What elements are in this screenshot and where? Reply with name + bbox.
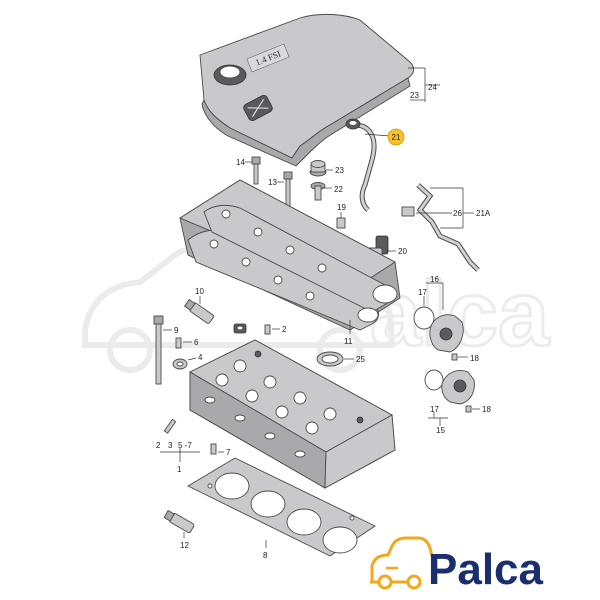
brand-name: Palca (428, 545, 544, 594)
callout-18-lower: 18 (482, 405, 491, 414)
flange-part-16: 16 17 18 (413, 275, 479, 363)
car-icon (370, 536, 434, 590)
callout-4: 4 (198, 353, 203, 362)
pin-part-22: 22 (310, 182, 343, 201)
callout-2-top: 2 (282, 325, 287, 334)
pin-part-2: 2 (264, 324, 287, 335)
callout-26: 26 (453, 209, 462, 218)
svg-text:alca: alca (370, 263, 550, 365)
callout-25: 25 (356, 355, 365, 364)
callout-9: 9 (174, 326, 179, 335)
flange-part-15: 18 17 15 (424, 369, 491, 435)
callout-14: 14 (236, 158, 245, 167)
pin-part-6: 6 (175, 337, 199, 349)
callout-21a: 21A (476, 209, 491, 218)
callout-20: 20 (398, 247, 407, 256)
seal-part-3 (233, 323, 247, 334)
plug-part-19: 19 (336, 203, 346, 229)
callout-15: 15 (436, 426, 445, 435)
callout-24: 24 (428, 83, 437, 92)
callout-19: 19 (337, 203, 346, 212)
breather-hose-part-21: 21 (345, 118, 405, 212)
callout-18-upper: 18 (470, 354, 479, 363)
callout-16: 16 (430, 275, 439, 284)
grommet-part-23: 23 (309, 160, 344, 177)
highlighted-part-marker (387, 128, 405, 146)
bolt-part-9: 9 (153, 315, 179, 385)
callout-8: 8 (263, 551, 268, 560)
bolt-part-14: 14 (236, 156, 261, 185)
washer-part-4: 4 (172, 353, 203, 370)
callout-13: 13 (268, 178, 277, 187)
palca-logo: Palca (370, 536, 544, 594)
callout-17-lower: 17 (430, 405, 439, 414)
callout-12: 12 (180, 541, 189, 550)
callout-17-upper: 17 (418, 288, 427, 297)
callout-5-7: 5 -7 (178, 441, 192, 450)
watermark: alca (82, 243, 551, 373)
pin-part-7: 7 (210, 443, 231, 457)
camshaft-housing-part-11: 11 (179, 179, 401, 346)
callout-6: 6 (194, 338, 199, 347)
head-gasket-part-8: 8 (187, 457, 376, 560)
callout-group-24-23: 24 23 (408, 67, 440, 102)
callout-11: 11 (344, 337, 353, 346)
plug-part-10: 10 (183, 287, 215, 324)
engine-cover: 1.4 FSI (199, 13, 415, 167)
callout-3: 3 (168, 441, 173, 450)
callout-1: 1 (177, 465, 182, 474)
callout-23: 23 (335, 166, 344, 175)
pins-parts-2-3-5-7: 2 3 5 -7 (156, 418, 200, 453)
plug-part-12: 12 (163, 509, 195, 550)
callout-21: 21 (392, 133, 401, 142)
callout-22: 22 (334, 185, 343, 194)
cylinder-head-part-1: 1 (177, 339, 396, 489)
callout-23-top: 23 (410, 91, 419, 100)
callout-2: 2 (156, 441, 161, 450)
hose-assembly-21a: 26 21A (401, 183, 491, 272)
callout-7: 7 (226, 448, 231, 457)
seal-ring-part-25: 25 (316, 351, 365, 367)
callout-10: 10 (195, 287, 204, 296)
